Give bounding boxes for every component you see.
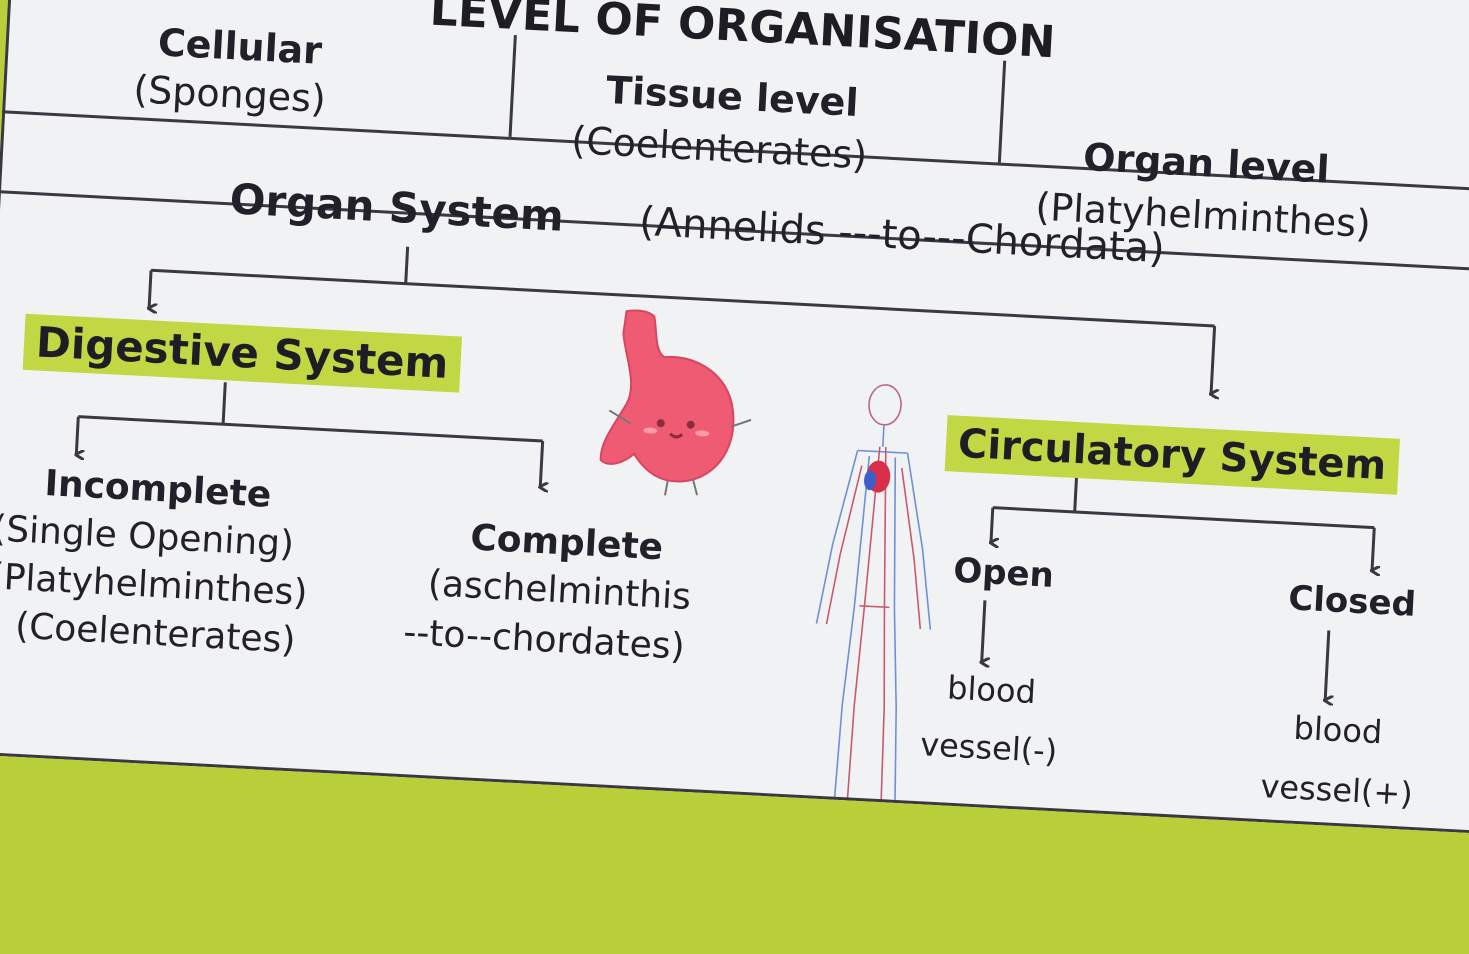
open-line2: vessel(-) xyxy=(919,725,1058,770)
open-line1: blood xyxy=(946,669,1037,712)
organ-system-stem xyxy=(406,247,408,284)
open-name: Open xyxy=(952,551,1054,596)
arrow-to-open xyxy=(991,508,993,543)
organisation-chart: LEVEL OF ORGANISATION Cellular (Sponges)… xyxy=(0,0,1467,896)
arrow-closed-to-vessel xyxy=(1325,630,1329,700)
circulatory-stem xyxy=(1075,477,1077,512)
arrow-open-to-vessel xyxy=(982,600,985,662)
closed-line1: blood xyxy=(1293,709,1384,752)
closed-line2: vessel(+) xyxy=(1260,767,1414,813)
digestive-branch xyxy=(78,417,542,441)
arrow-to-circulatory xyxy=(1211,326,1215,394)
arrow-to-digestive xyxy=(149,270,151,308)
circulatory-branch xyxy=(993,508,1374,528)
closed-name: Closed xyxy=(1287,578,1417,625)
arrow-to-complete xyxy=(540,441,542,487)
arrow-to-incomplete xyxy=(76,417,78,455)
stomach-icon xyxy=(587,302,767,501)
arrow-to-closed xyxy=(1372,528,1374,571)
digestive-stem xyxy=(223,382,225,424)
